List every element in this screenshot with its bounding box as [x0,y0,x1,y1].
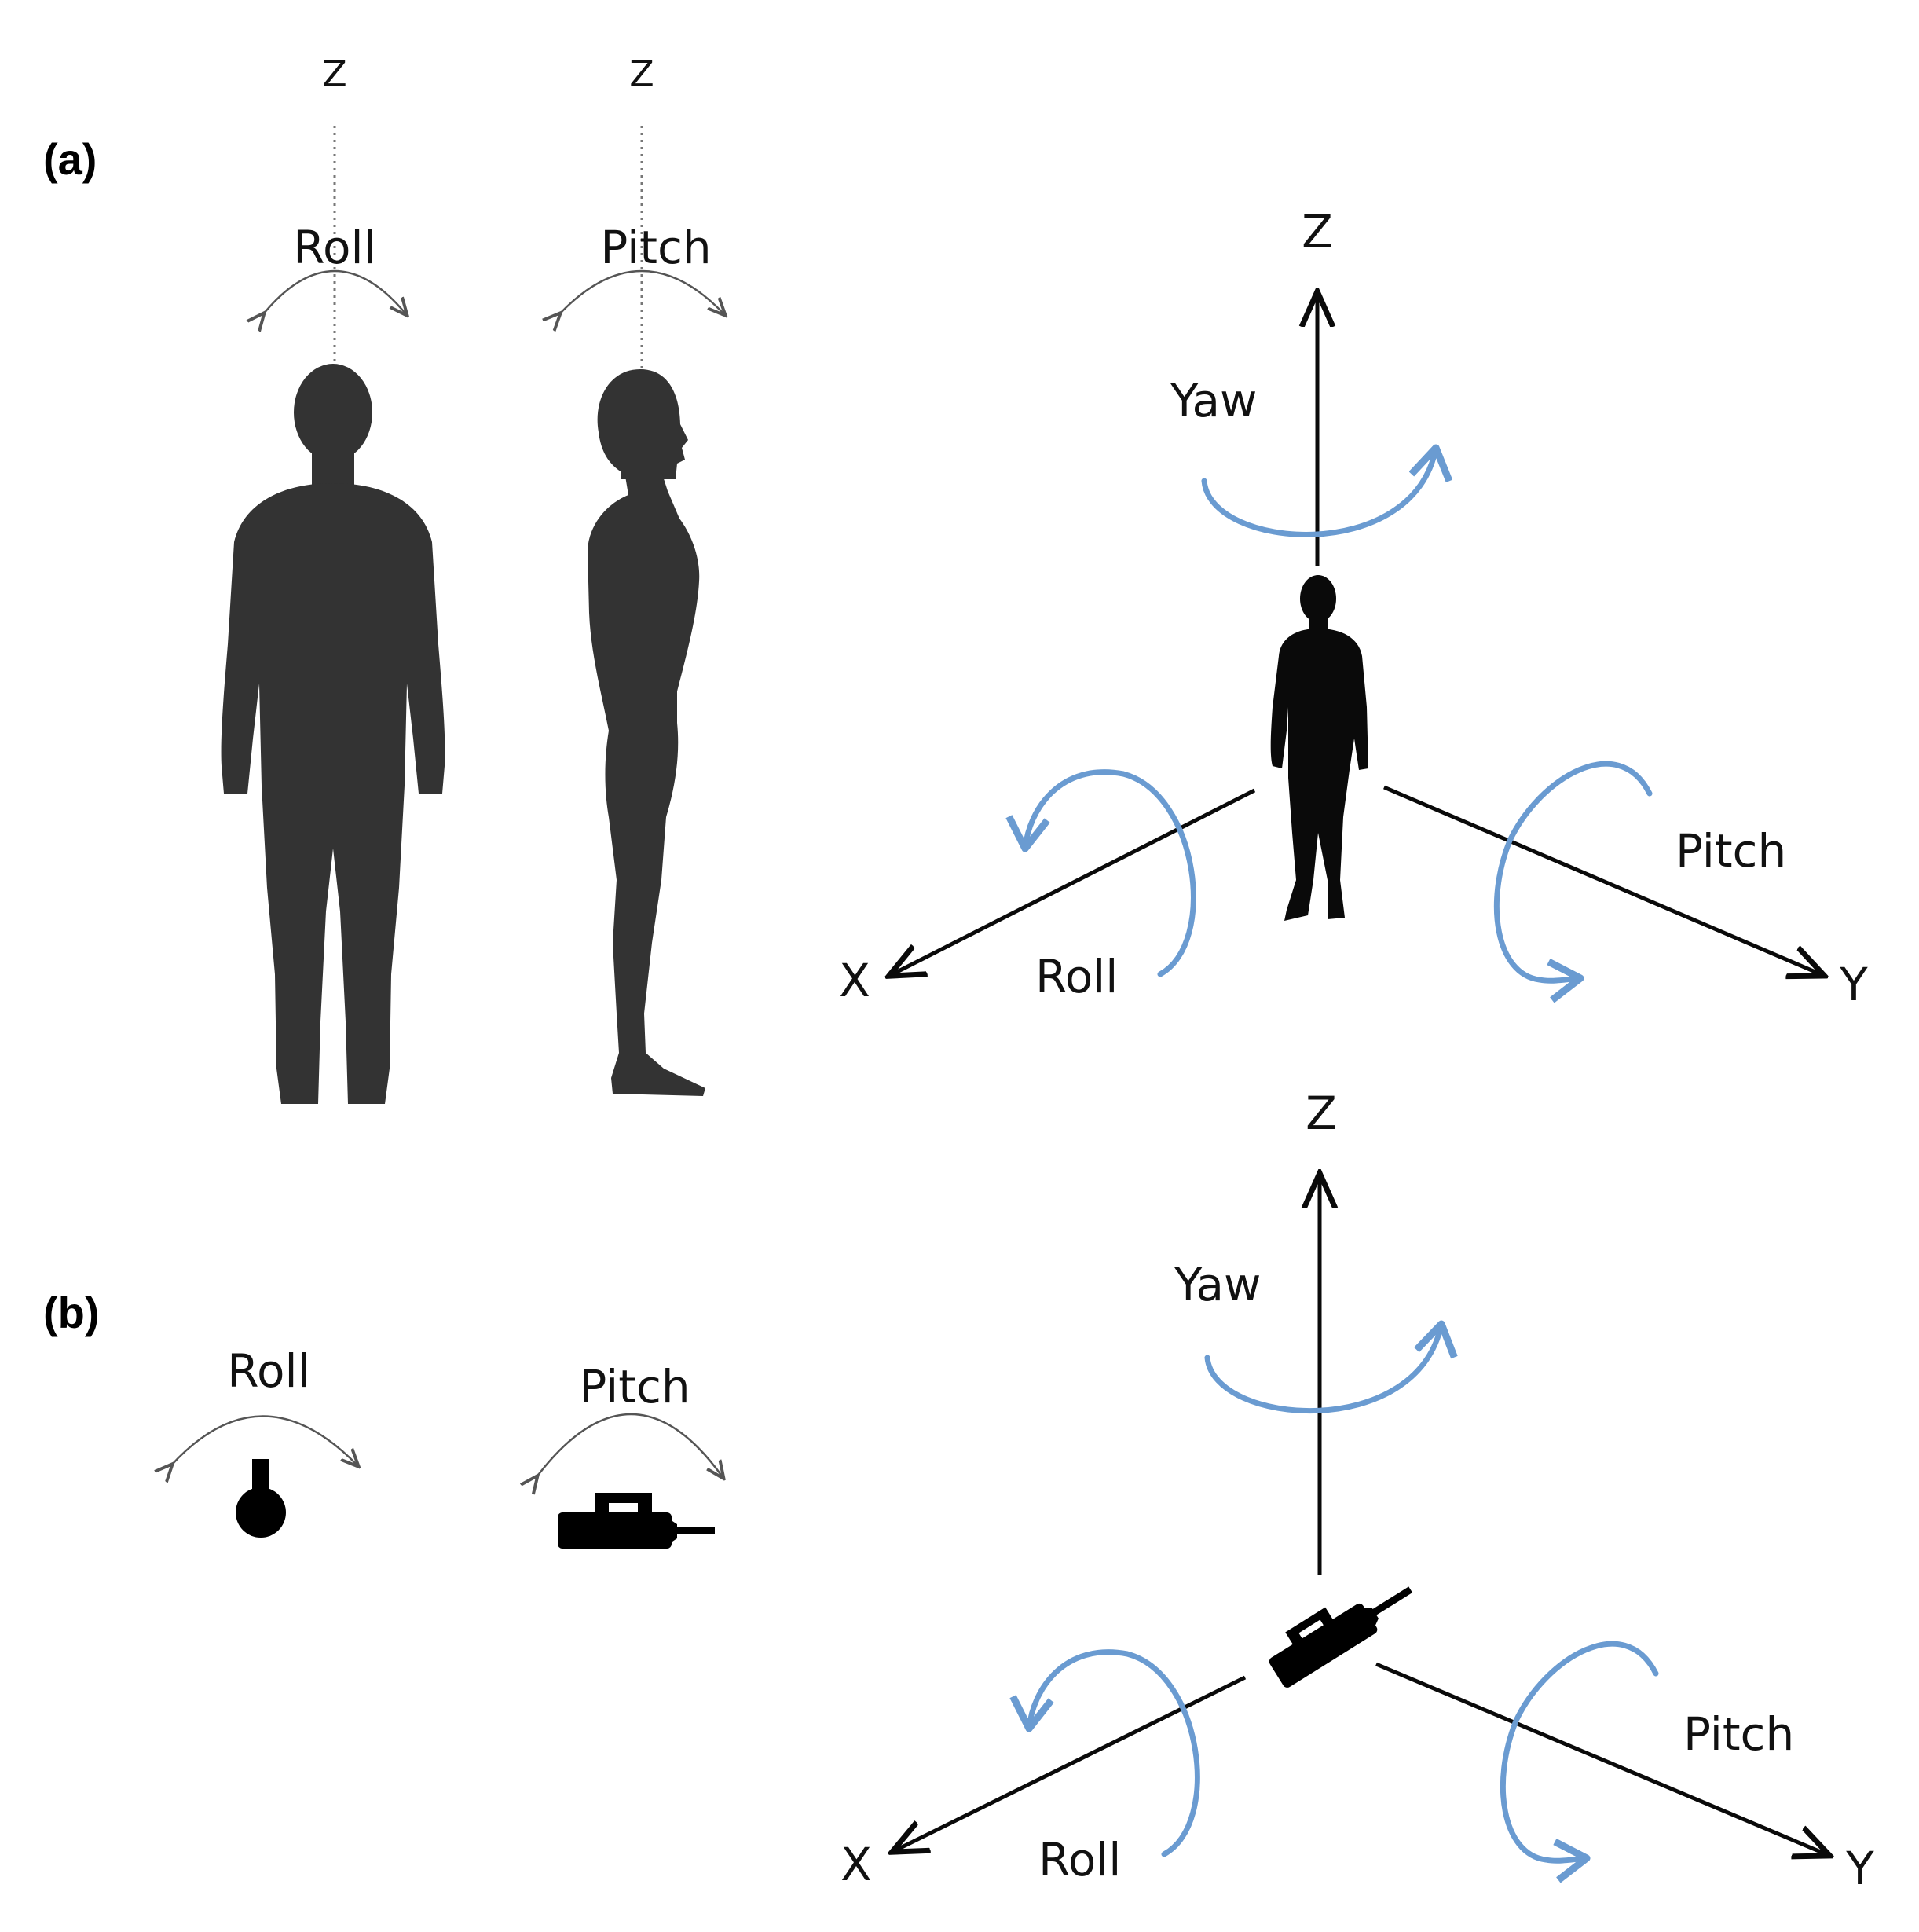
sensor-front-view: Roll [171,1344,357,1538]
sensor-front-icon [236,1459,286,1538]
y-axis-label: Y [1839,958,1868,1011]
front-roll-label: Roll [293,221,375,274]
x-axis [892,788,1256,974]
human-front-silhouette [221,364,445,1104]
panel-b: (b) Roll Pitch Z [43,1087,1874,1895]
panel-a: (a) Z Roll Z Pitch [43,53,1868,1104]
sensor-side-pitch-label: Pitch [579,1360,690,1413]
side-pitch-label: Pitch [600,221,711,274]
x-axis [895,1675,1247,1850]
z-axis-label: Z [1302,205,1333,258]
axes-3d-sensor: Z X Y Yaw Roll Pitch [840,1087,1874,1895]
yaw-rotation-arrow [1204,1324,1441,1414]
roll-rotation-arrow [1029,1649,1200,1857]
yaw-label: Yaw [1174,1258,1261,1311]
yaw-rotation-arrow [1201,448,1436,537]
sensor-front-roll-arrow [171,1415,357,1466]
roll-label: Roll [1038,1833,1121,1886]
y-axis-label: Y [1845,1842,1874,1895]
front-roll-arrow [263,269,406,314]
x-axis-label: X [840,1838,872,1891]
side-z-axis-label: Z [629,53,654,95]
sensor-side-view: Pitch [537,1360,723,1549]
y-axis [1375,1662,1826,1854]
z-axis-label: Z [1306,1087,1337,1140]
side-body-view: Z Pitch [559,53,724,1096]
panel-b-label: (b) [43,1288,100,1337]
sensor-side-pitch-arrow [537,1413,723,1477]
sensor-front-roll-label: Roll [227,1344,309,1398]
yaw-label: Yaw [1170,374,1257,427]
axes-3d-person: Z X Y Yaw Roll Pitch [839,205,1868,1011]
front-body-view: Z Roll [221,53,445,1104]
sensor-side-icon [558,1493,715,1549]
x-axis-label: X [839,954,870,1007]
roll-rotation-arrow [1025,769,1196,977]
human-figure-3d [1270,575,1368,921]
y-axis [1383,785,1821,974]
panel-a-label: (a) [43,134,97,184]
pitch-rotation-arrow [1493,761,1653,981]
side-pitch-arrow [559,269,724,314]
human-side-silhouette [588,369,705,1096]
pitch-label: Pitch [1675,824,1786,878]
pitch-label: Pitch [1683,1707,1794,1761]
roll-label: Roll [1035,950,1118,1003]
front-z-axis-label: Z [322,53,347,95]
pitch-rotation-arrow [1500,1641,1659,1861]
